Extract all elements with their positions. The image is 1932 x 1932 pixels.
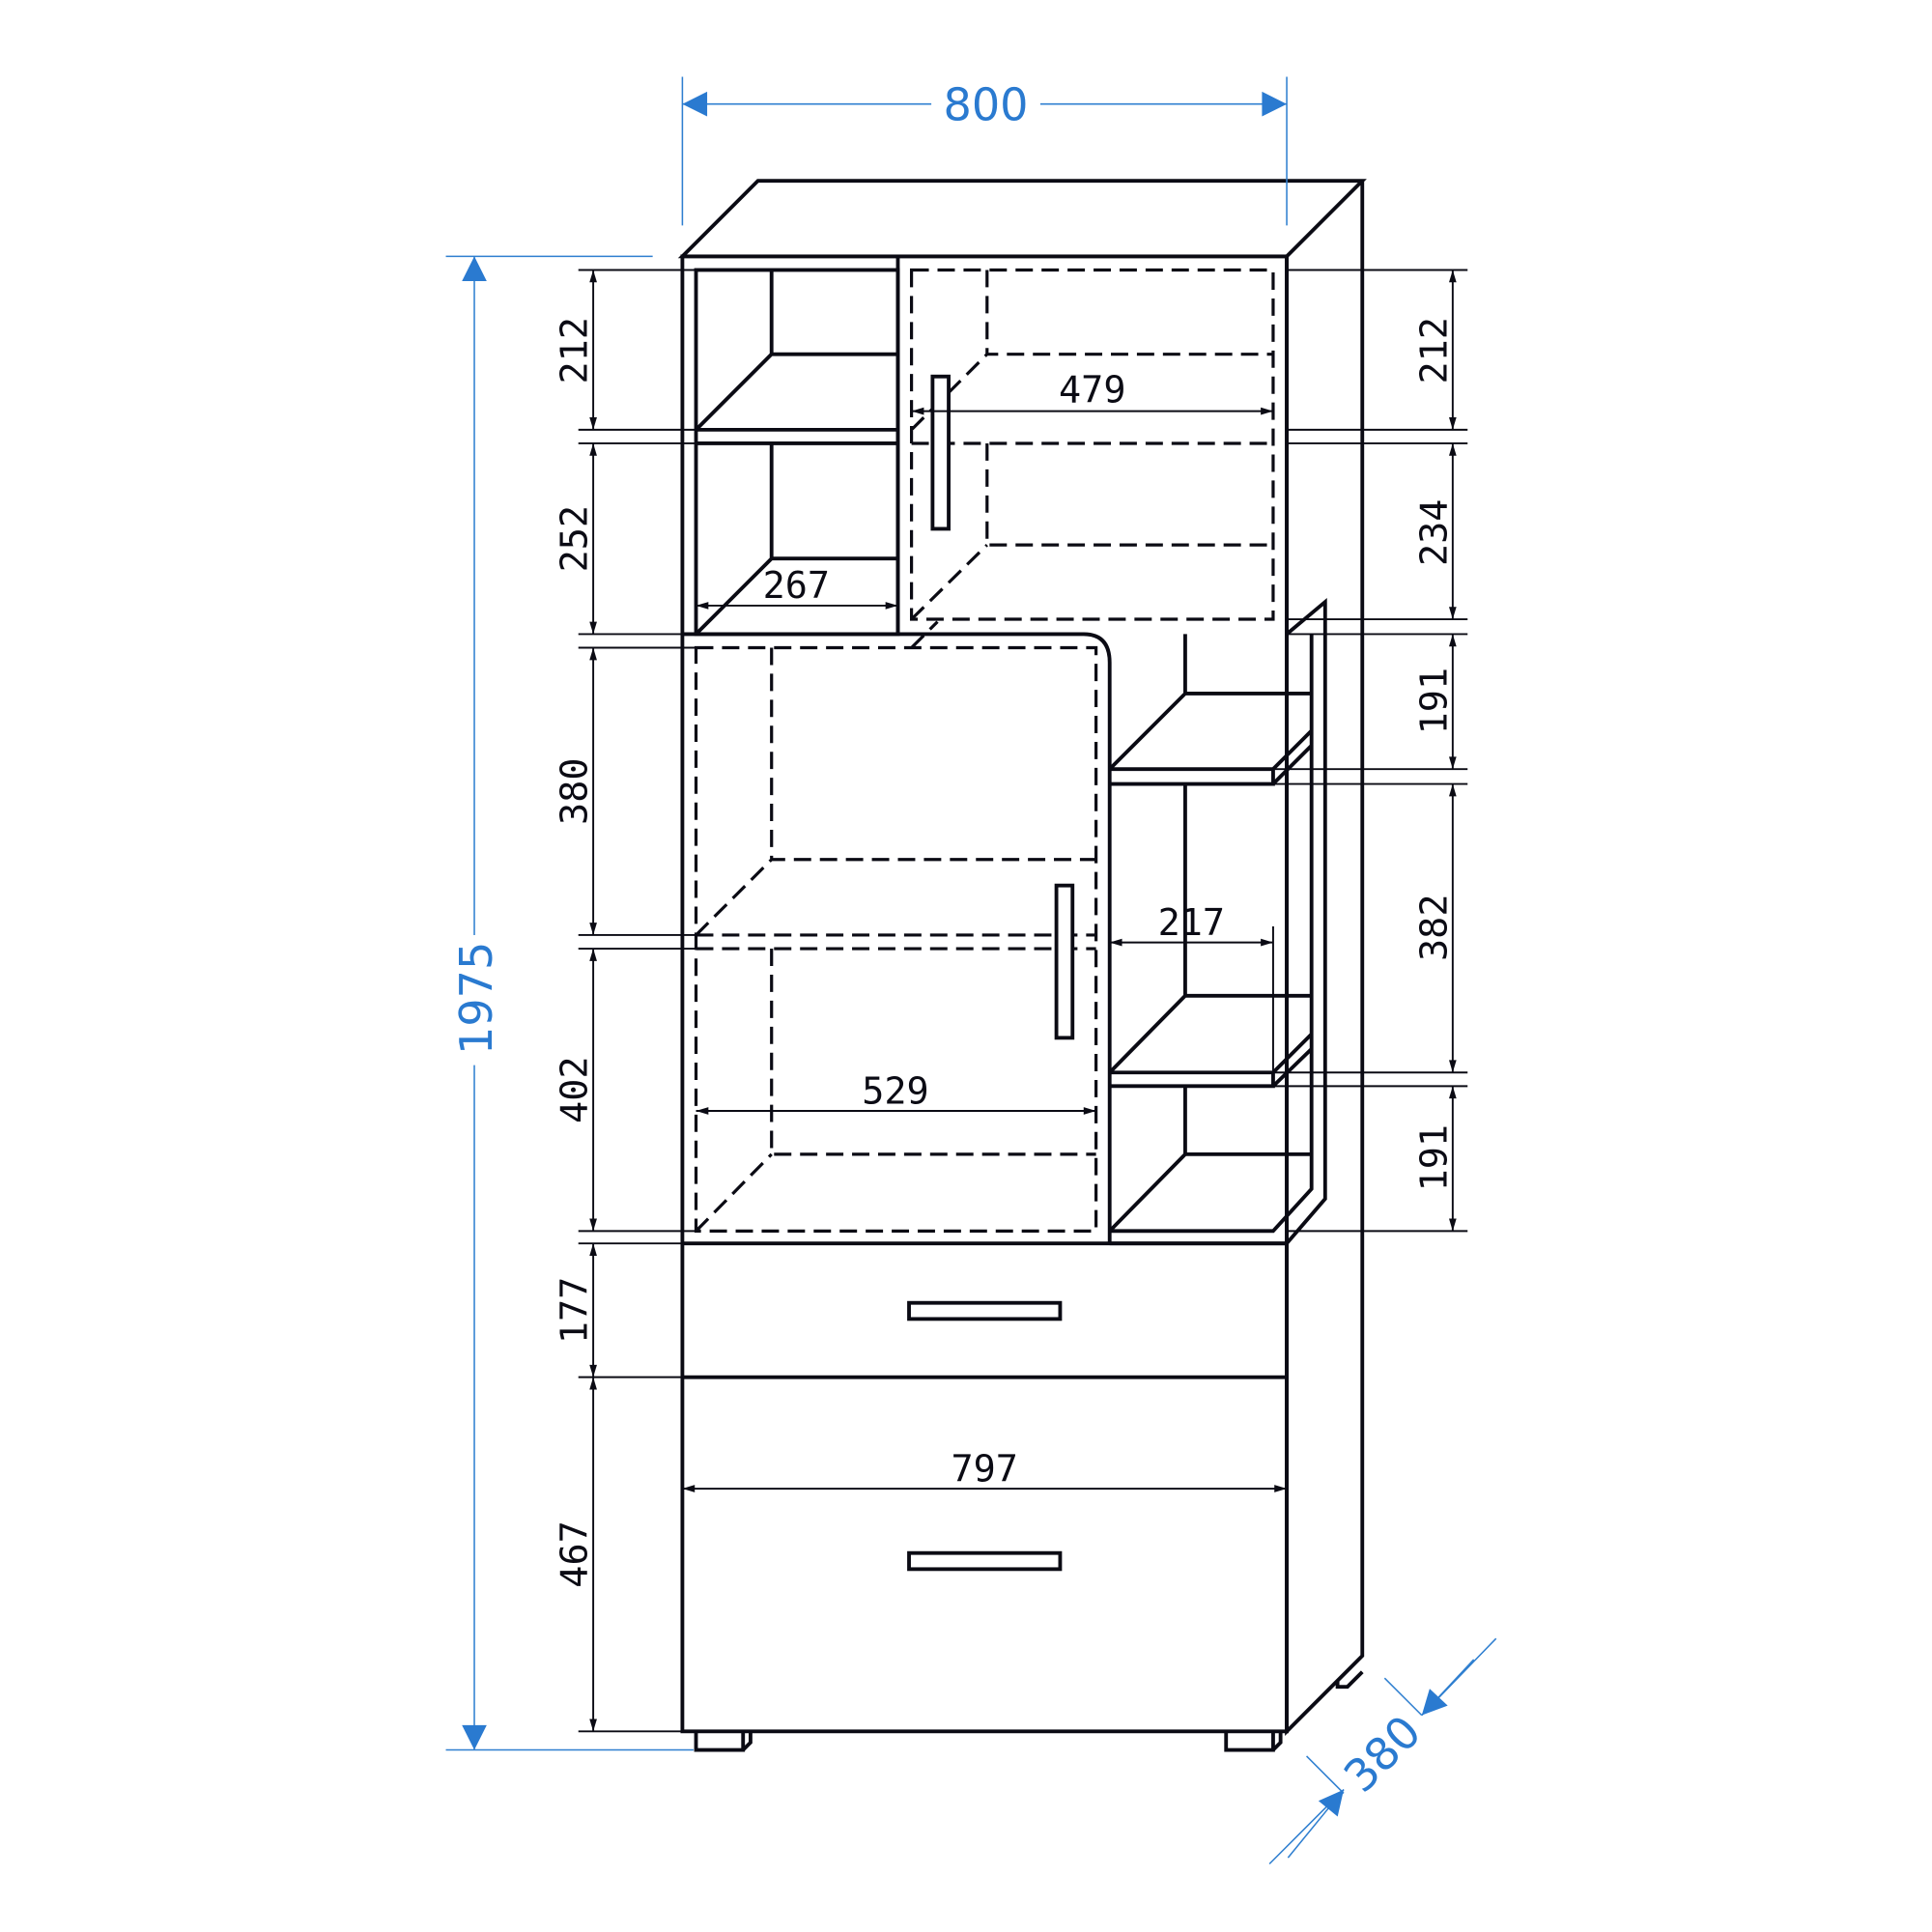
overall-height-label: 1975: [450, 942, 502, 1055]
dim-right-1: 212: [1412, 317, 1456, 384]
dim-left-3: 380: [554, 758, 597, 825]
overall-width-label: 800: [943, 78, 1028, 130]
dim-left-1: 212: [554, 317, 597, 384]
dim-right-2: 234: [1412, 499, 1456, 566]
dim-right-4: 382: [1412, 895, 1456, 961]
overall-depth-label: 380: [1334, 1705, 1431, 1802]
dim-left-5: 177: [554, 1277, 597, 1344]
dim-797: 797: [952, 1447, 1018, 1491]
dim-right-3: 191: [1412, 668, 1456, 734]
dim-529: 529: [862, 1069, 928, 1113]
dimension-lines: [578, 269, 1468, 1733]
dim-left-6: 467: [554, 1520, 597, 1587]
dimension-labels: 212 252 380 402 177 467 212 234 191 382 …: [554, 317, 1457, 1588]
dim-479: 479: [1059, 369, 1125, 412]
dim-left-2: 252: [554, 505, 597, 572]
overall-dimensions: 800 1975 380: [445, 76, 1497, 1865]
dim-267: 267: [763, 564, 830, 608]
dim-217: 217: [1158, 901, 1225, 945]
dim-right-5: 191: [1412, 1124, 1456, 1191]
dim-left-4: 402: [554, 1056, 597, 1122]
cabinet-body: [677, 179, 1367, 1752]
